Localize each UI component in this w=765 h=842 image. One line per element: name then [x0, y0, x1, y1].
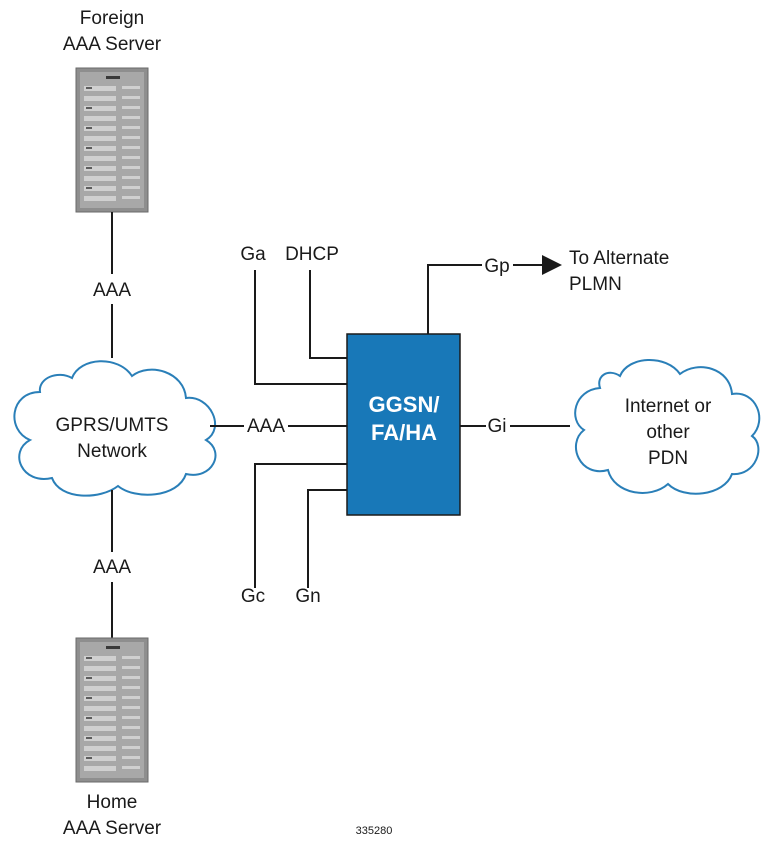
- ggsn-label-line2: FA/HA: [371, 420, 437, 445]
- server-rack-icon: [75, 67, 149, 213]
- gc-label: Gc: [241, 586, 265, 607]
- foreign-aaa-server: Foreign AAA Server: [63, 8, 162, 213]
- ga-label: Ga: [240, 244, 266, 265]
- home-server-label-line1: Home: [87, 792, 138, 813]
- internet-cloud-label-line2: other: [646, 422, 690, 443]
- link-ga: [254, 270, 347, 385]
- gprs-cloud-label-line1: GPRS/UMTS: [56, 415, 169, 436]
- ggsn-box: [346, 333, 461, 516]
- home-server-label-line2: AAA Server: [63, 818, 162, 839]
- ggsn-label-line1: GGSN/: [369, 392, 440, 417]
- gi-label: Gi: [488, 416, 507, 437]
- aaa-label-top: AAA: [93, 280, 131, 301]
- internet-cloud-label-line1: Internet or: [625, 396, 712, 417]
- figure-id: 335280: [356, 825, 393, 837]
- aaa-label-middle: AAA: [247, 416, 285, 437]
- gprs-umts-cloud: GPRS/UMTS Network: [13, 360, 217, 497]
- link-gn: [307, 489, 347, 588]
- internet-pdn-cloud: Internet or other PDN: [574, 359, 761, 495]
- gp-label: Gp: [484, 256, 509, 277]
- foreign-server-label-line2: AAA Server: [63, 34, 162, 55]
- gprs-cloud-label-line2: Network: [77, 441, 147, 462]
- ggsn-fa-ha-node: GGSN/ FA/HA: [346, 333, 461, 516]
- cloud-shape: [574, 359, 761, 495]
- aaa-label-bottom: AAA: [93, 557, 131, 578]
- gn-label: Gn: [295, 586, 320, 607]
- internet-cloud-label-line3: PDN: [648, 448, 688, 469]
- link-dhcp: [309, 270, 347, 359]
- server-rack-icon: [75, 637, 149, 783]
- link-gp: [427, 264, 482, 334]
- dhcp-label: DHCP: [285, 244, 339, 265]
- link-gc: [254, 463, 347, 588]
- cloud-shape: [13, 360, 217, 497]
- alternate-plmn-label-line1: To Alternate: [569, 248, 669, 269]
- alternate-plmn-label-line2: PLMN: [569, 274, 622, 295]
- home-aaa-server: Home AAA Server: [63, 637, 162, 839]
- foreign-server-label-line1: Foreign: [80, 8, 144, 29]
